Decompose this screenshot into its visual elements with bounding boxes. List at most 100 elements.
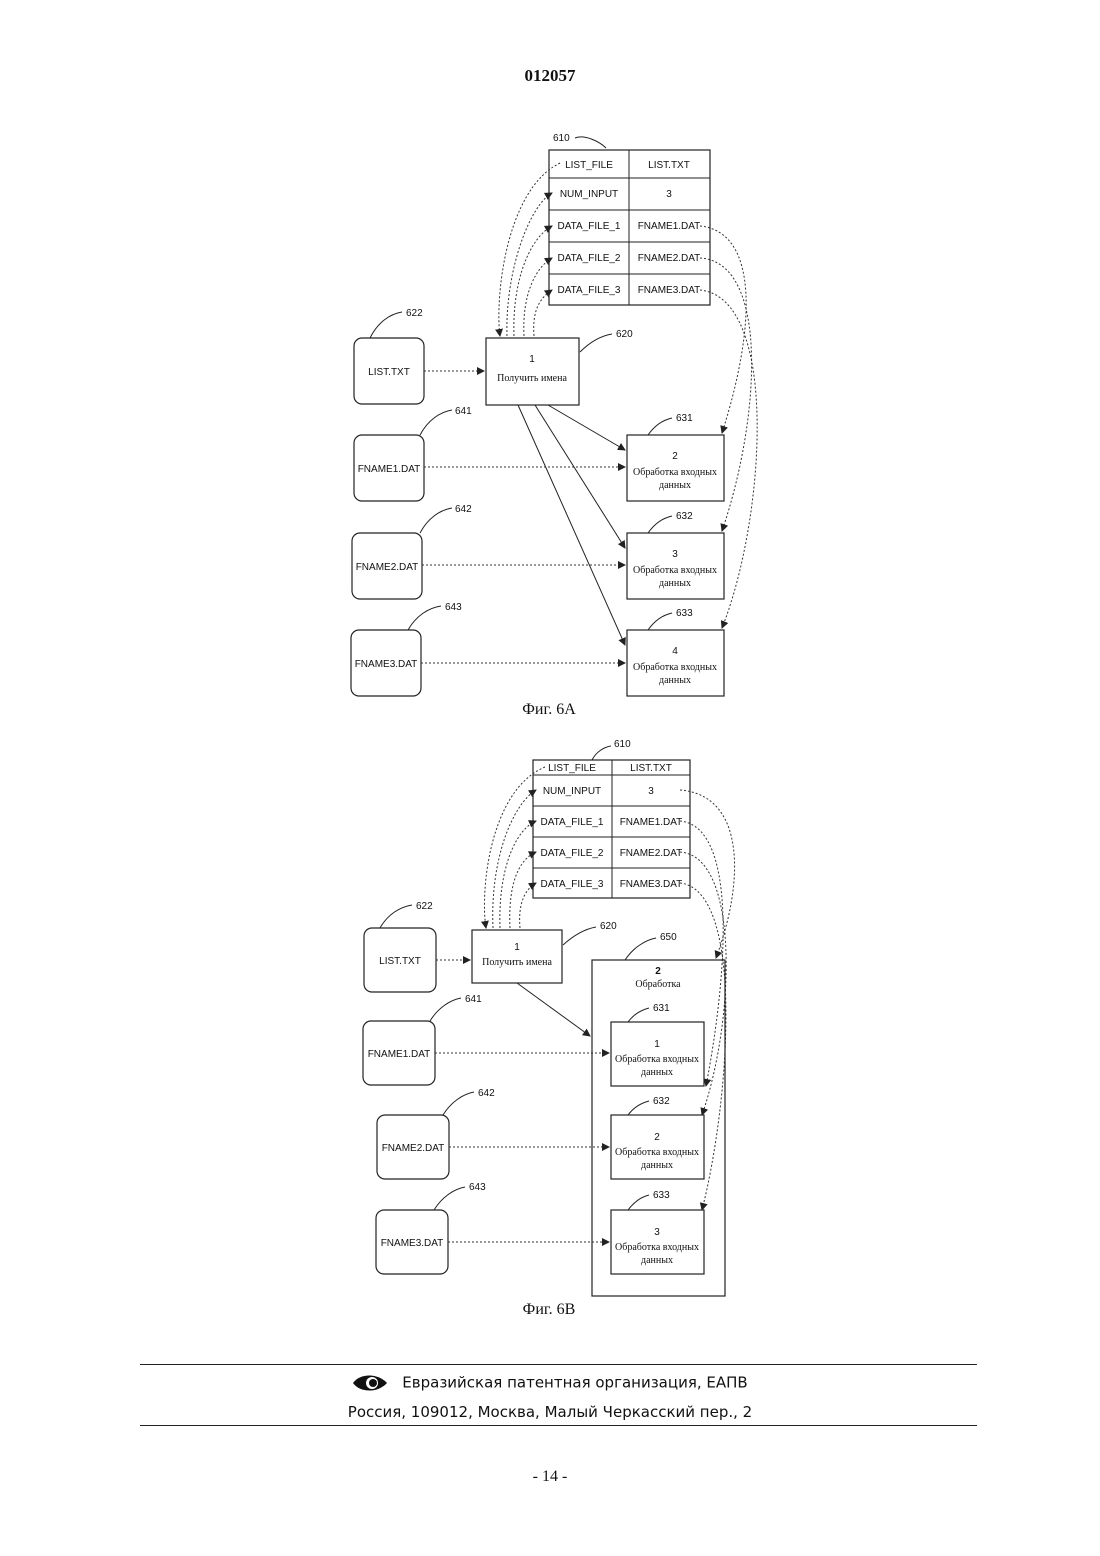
ref-label: 633 [653, 1190, 670, 1201]
step-label: Обработка входных [633, 662, 717, 673]
file-label: FNAME1.DAT [358, 464, 421, 475]
ref-label: 650 [660, 932, 677, 943]
ref-label: 631 [653, 1003, 670, 1014]
table-value-cell: 3 [666, 189, 672, 200]
get-names-box: 620 1 Получить имена [486, 329, 633, 405]
input-file-fname3: 643 FNAME3.DAT [351, 602, 462, 696]
table-name-cell: NUM_INPUT [543, 786, 601, 797]
group-number: 2 [655, 966, 661, 977]
table-value-cell: FNAME2.DAT [620, 848, 683, 859]
ref-label: 620 [616, 329, 633, 340]
ref-label: 641 [455, 406, 472, 417]
step-label: данных [641, 1255, 673, 1266]
step-label: Получить имена [482, 957, 552, 968]
table-value-cell: FNAME1.DAT [638, 221, 701, 232]
ref-label: 610 [553, 133, 570, 144]
table-name-cell: DATA_FILE_3 [541, 879, 604, 890]
variable-table: 610 LIST_FILE LIST.TXT NUM_INPUT 3 DATA_… [533, 739, 690, 898]
footer-top-rule [140, 1364, 977, 1365]
step-number: 1 [529, 354, 535, 365]
input-file-fname1: 641 FNAME1.DAT [354, 406, 472, 501]
input-file-list-txt: 622 LIST.TXT [364, 901, 436, 992]
file-label: FNAME2.DAT [382, 1143, 445, 1154]
ref-label: 610 [614, 739, 631, 750]
step-label: Обработка входных [615, 1147, 699, 1158]
footer-org-line: Евразийская патентная организация, ЕАПВ [0, 1372, 1100, 1394]
file-label: FNAME3.DAT [355, 659, 418, 670]
ref-label: 632 [676, 511, 693, 522]
step-label: Обработка входных [633, 467, 717, 478]
ref-label: 642 [455, 504, 472, 515]
eapo-logo-icon [352, 1372, 388, 1394]
figure-6b: 610 LIST_FILE LIST.TXT NUM_INPUT 3 DATA_… [0, 735, 1100, 1325]
figure-6a: 610 LIST_FILE LIST.TXT NUM_INPUT 3 DATA_… [0, 120, 1100, 730]
input-file-fname1: 641 FNAME1.DAT [363, 994, 482, 1085]
table-name-cell: LIST_FILE [565, 160, 613, 171]
table-value-cell: FNAME1.DAT [620, 817, 683, 828]
step-number: 2 [672, 451, 678, 462]
table-name-cell: NUM_INPUT [560, 189, 618, 200]
step-number: 3 [672, 549, 678, 560]
ref-label: 622 [406, 308, 423, 319]
table-name-cell: DATA_FILE_1 [541, 817, 604, 828]
step-label: данных [641, 1160, 673, 1171]
file-label: LIST.TXT [379, 956, 421, 967]
table-value-cell: FNAME3.DAT [638, 285, 701, 296]
step-label: данных [641, 1067, 673, 1078]
table-value-cell: LIST.TXT [648, 160, 690, 171]
process-box-632: 632 3 Обработка входных данных [627, 511, 724, 599]
step-label: Обработка входных [615, 1242, 699, 1253]
process-box-631: 631 1 Обработка входных данных [611, 1003, 704, 1086]
ref-label: 633 [676, 608, 693, 619]
footer-org: Евразийская патентная организация, ЕАПВ [402, 1374, 747, 1392]
table-value-cell: LIST.TXT [630, 763, 672, 774]
table-value-cell: 3 [648, 786, 654, 797]
step-number: 1 [514, 942, 520, 953]
table-name-cell: DATA_FILE_1 [558, 221, 621, 232]
page-number: - 14 - [0, 1468, 1100, 1486]
input-file-list-txt: 622 LIST.TXT [354, 308, 424, 404]
variable-table: 610 LIST_FILE LIST.TXT NUM_INPUT 3 DATA_… [549, 133, 710, 305]
table-value-cell: FNAME3.DAT [620, 879, 683, 890]
get-names-box: 620 1 Получить имена [472, 921, 617, 983]
step-number: 2 [654, 1132, 660, 1143]
table-name-cell: DATA_FILE_2 [541, 848, 604, 859]
process-box-633: 633 4 Обработка входных данных [627, 608, 724, 696]
ref-label: 620 [600, 921, 617, 932]
group-label: Обработка [635, 979, 681, 990]
step-label: Обработка входных [615, 1054, 699, 1065]
ref-label: 643 [445, 602, 462, 613]
ref-label: 622 [416, 901, 433, 912]
process-box-631: 631 2 Обработка входных данных [627, 413, 724, 501]
ref-label: 632 [653, 1096, 670, 1107]
step-label: Получить имена [497, 373, 567, 384]
input-file-fname2: 642 FNAME2.DAT [377, 1088, 495, 1179]
figure-caption: Фиг. 6А [522, 701, 576, 718]
footer-address: Россия, 109012, Москва, Малый Черкасский… [0, 1403, 1100, 1421]
file-label: FNAME3.DAT [381, 1238, 444, 1249]
document-number: 012057 [0, 66, 1100, 86]
process-box-633: 633 3 Обработка входных данных [611, 1190, 704, 1274]
input-file-fname2: 642 FNAME2.DAT [352, 504, 472, 599]
input-file-fname3: 643 FNAME3.DAT [376, 1182, 486, 1274]
file-label: FNAME1.DAT [368, 1049, 431, 1060]
table-value-cell: FNAME2.DAT [638, 253, 701, 264]
table-name-cell: DATA_FILE_3 [558, 285, 621, 296]
step-label: Обработка входных [633, 565, 717, 576]
file-label: LIST.TXT [368, 367, 410, 378]
table-name-cell: LIST_FILE [548, 763, 596, 774]
step-number: 1 [654, 1039, 660, 1050]
ref-label: 641 [465, 994, 482, 1005]
process-box-632: 632 2 Обработка входных данных [611, 1096, 704, 1179]
step-number: 3 [654, 1227, 660, 1238]
ref-label: 631 [676, 413, 693, 424]
step-number: 4 [672, 646, 678, 657]
step-label: данных [659, 578, 691, 589]
file-label: FNAME2.DAT [356, 562, 419, 573]
table-name-cell: DATA_FILE_2 [558, 253, 621, 264]
step-label: данных [659, 675, 691, 686]
ref-label: 643 [469, 1182, 486, 1193]
footer-bottom-rule [140, 1425, 977, 1426]
flow-arrows [421, 371, 625, 663]
flow-arrows [435, 960, 609, 1242]
